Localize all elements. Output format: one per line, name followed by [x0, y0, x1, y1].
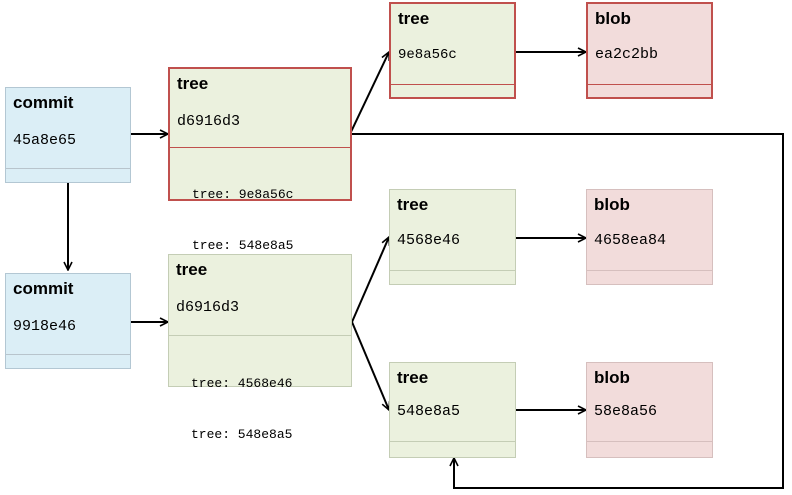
node-divider [391, 84, 514, 85]
tree-node-top-root: tree d6916d3 tree: 9e8a56c tree: 548e8a5 [168, 67, 352, 253]
tree-entry: tree: 548e8a5 [191, 427, 293, 442]
tree-entry: tree: 548e8a5 [192, 238, 294, 253]
blob-node-ea2c2bb: blob ea2c2bb [586, 2, 713, 99]
node-hash: 9e8a56c [398, 47, 457, 63]
node-hash: 548e8a5 [397, 403, 461, 420]
tree-entry: tree: 4568e46 [191, 376, 293, 391]
node-kind-label: commit [13, 93, 74, 112]
node-kind-label: tree [398, 9, 430, 28]
node-kind-label: commit [13, 279, 74, 298]
node-divider [390, 270, 515, 271]
arrow-tree-bot-to-tree-548e8a5 [351, 321, 389, 410]
node-divider [169, 335, 351, 336]
blob-node-58e8a56: blob 58e8a56 [586, 362, 713, 458]
node-divider [170, 147, 350, 148]
blob-node-4658ea84: blob 4658ea84 [586, 189, 713, 285]
node-kind-label: blob [594, 368, 630, 387]
node-hash: 58e8a56 [594, 403, 658, 420]
node-divider [390, 441, 515, 442]
node-divider [6, 168, 130, 169]
node-kind-label: tree [397, 195, 429, 214]
node-kind-label: blob [594, 195, 630, 214]
node-hash: 45a8e65 [13, 132, 77, 149]
node-kind-label: blob [595, 9, 631, 28]
arrow-tree-top-to-tree-548e8a5 [350, 133, 784, 489]
tree-entries: tree: 4568e46 tree: 548e8a5 [191, 341, 292, 477]
tree-node-bottom-root: tree d6916d3 tree: 4568e46 tree: 548e8a5 [168, 254, 352, 442]
tree-node-548e8a5: tree 548e8a5 [389, 362, 516, 458]
tree-entries: tree: 9e8a56c tree: 548e8a5 [192, 152, 293, 288]
node-kind-label: tree [177, 74, 209, 93]
node-divider [6, 354, 130, 355]
arrow-tree-top-to-tree-9e8a56c [349, 52, 389, 135]
node-divider [588, 84, 711, 85]
tree-entry: tree: 9e8a56c [192, 187, 294, 202]
node-hash: 4568e46 [397, 232, 461, 249]
node-divider [587, 270, 712, 271]
node-divider [587, 441, 712, 442]
node-hash: 9918e46 [13, 318, 77, 335]
node-hash: 4658ea84 [594, 232, 667, 249]
commit-node-bottom: commit 9918e46 [5, 273, 131, 369]
commit-node-top: commit 45a8e65 [5, 87, 131, 183]
node-hash: d6916d3 [176, 299, 240, 316]
tree-node-9e8a56c: tree 9e8a56c [389, 2, 516, 99]
node-hash: ea2c2bb [595, 46, 659, 63]
node-kind-label: tree [397, 368, 429, 387]
node-hash: d6916d3 [177, 113, 241, 130]
node-kind-label: tree [176, 260, 208, 279]
arrow-tree-bot-to-tree-4568e46 [351, 237, 389, 323]
tree-node-4568e46: tree 4568e46 [389, 189, 516, 285]
